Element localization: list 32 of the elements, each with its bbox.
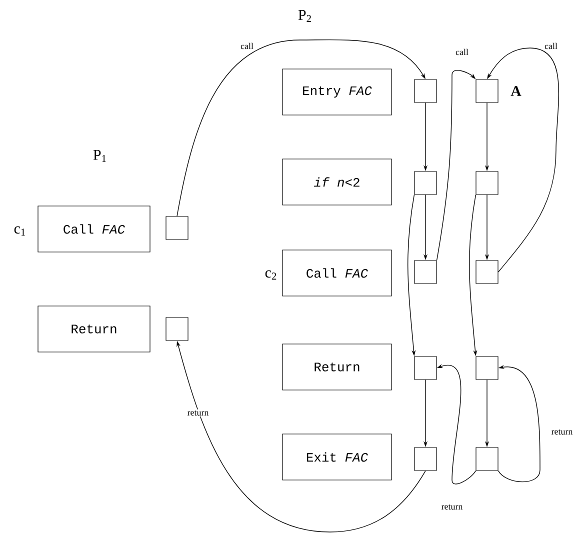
edge-label: call [454, 48, 470, 56]
node-label: A [510, 86, 522, 96]
statement-box: Entry FAC [282, 68, 392, 116]
statement-box: if n<2 [282, 158, 392, 206]
statement-box: Return [282, 344, 392, 390]
edge-label: return [186, 409, 210, 417]
vertex-square [414, 447, 437, 471]
node-label: c$_{2}$ [265, 270, 276, 280]
procedure-label: P$_{1}$ [93, 150, 106, 162]
edge-label: call [544, 42, 558, 50]
arrow [487, 48, 560, 272]
vertex-square [476, 356, 498, 380]
statement-box: Call FAC [38, 206, 150, 252]
vertex-square [414, 171, 437, 195]
vertex-square [166, 216, 188, 240]
edge-label: call [240, 42, 254, 50]
arrow [176, 39, 426, 217]
vertex-square [476, 79, 498, 103]
statement-box: Return [38, 306, 150, 352]
edge-label: return [550, 428, 574, 436]
vertex-square [414, 260, 437, 284]
vertex-square [166, 317, 188, 341]
vertex-square [476, 171, 498, 195]
edge-label: return [440, 503, 464, 511]
node-label: c$_{1}$ [14, 226, 26, 236]
statement-box: Exit FAC [282, 434, 392, 480]
vertex-square [476, 260, 498, 284]
vertex-square [476, 447, 498, 471]
vertex-square [414, 356, 437, 380]
vertex-square [414, 79, 437, 103]
statement-box: Call FAC [282, 250, 392, 296]
procedure-label: P$_{2}$ [298, 10, 311, 22]
